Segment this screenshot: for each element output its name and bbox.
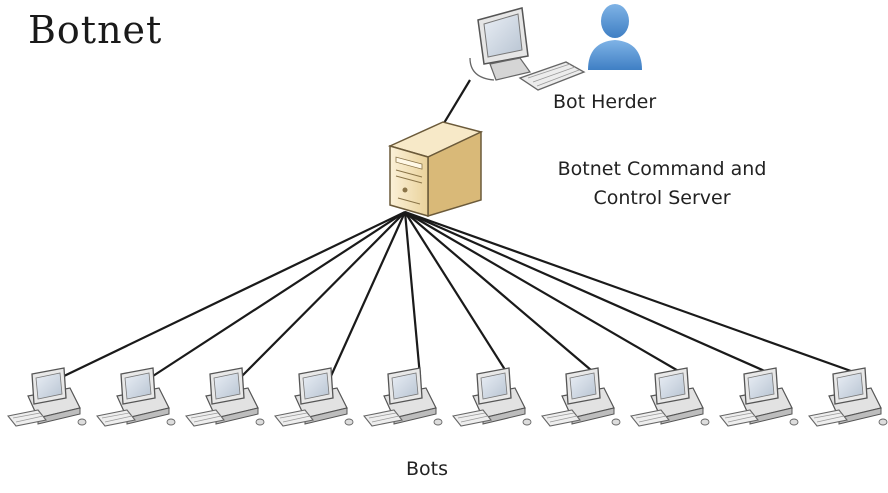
bots-row [7, 367, 888, 427]
bot-link-10 [404, 210, 866, 378]
bot-link-8 [404, 211, 688, 377]
bot-computer-6 [452, 367, 532, 427]
bot-link-4 [329, 211, 407, 377]
bot-link-6 [404, 211, 510, 377]
diagram-title: Botnet [28, 8, 163, 52]
bot-computer-9 [719, 367, 799, 427]
bot-computer-7 [541, 367, 621, 427]
bot-computer-1 [7, 367, 87, 427]
bot-link-5 [403, 211, 422, 377]
bot-computer-4 [274, 367, 354, 427]
bot-connection-lines [63, 210, 866, 378]
bot-computer-8 [630, 367, 710, 427]
server-label-line2: Control Server [593, 187, 731, 209]
bot-link-2 [152, 211, 406, 377]
bot-link-3 [241, 211, 406, 377]
bot-link-9 [404, 210, 777, 378]
bot-herder-label: Bot Herder [553, 91, 657, 113]
person-icon [588, 4, 642, 70]
bot-link-7 [404, 211, 599, 377]
server-tower-icon [387, 121, 484, 218]
bot-computer-3 [185, 367, 265, 427]
bot-computer-2 [96, 367, 176, 427]
server-label: Botnet Command and Control Server [527, 155, 797, 213]
server-label-line1: Botnet Command and [557, 158, 767, 180]
bot-link-1 [63, 211, 406, 377]
bot-computer-5 [363, 367, 443, 427]
monitor-icon [469, 7, 532, 81]
bots-label: Bots [406, 458, 449, 480]
bot-computer-10 [808, 367, 888, 427]
keyboard-icon [518, 61, 586, 91]
